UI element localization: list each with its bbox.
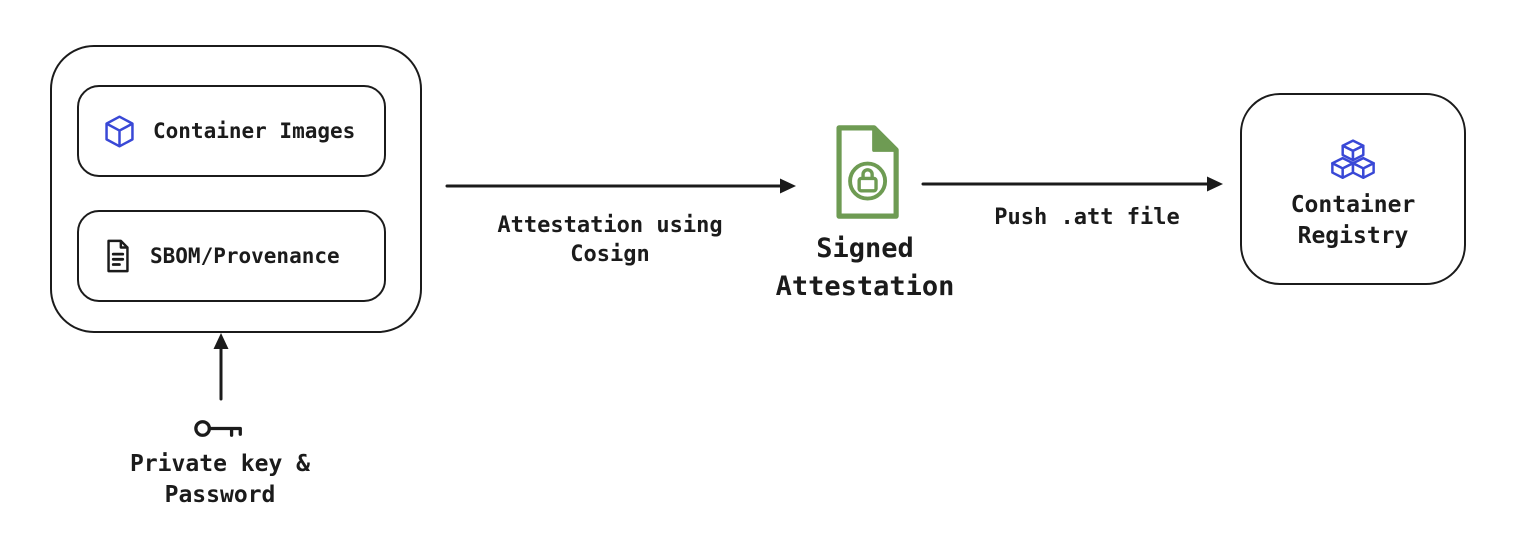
private-key-label: Private key & Password bbox=[129, 451, 310, 509]
registry-cubes-icon bbox=[1320, 126, 1386, 182]
container-images-label: Container Images bbox=[153, 119, 356, 143]
key-icon bbox=[192, 414, 248, 443]
signed-attestation-label: Signed Attestation bbox=[775, 233, 955, 302]
signed-file-lock-icon bbox=[826, 124, 904, 220]
signed-attestation-figure: Signed Attestation bbox=[745, 124, 985, 306]
source-group-box: Container Images SBOM/Provenance bbox=[50, 45, 422, 333]
container-cube-icon bbox=[101, 113, 138, 150]
document-icon bbox=[101, 238, 135, 274]
push-edge-label: Push .att file bbox=[994, 205, 1180, 230]
sbom-label: SBOM/Provenance bbox=[150, 244, 340, 268]
private-key-arrow bbox=[213, 333, 229, 401]
attestation-arrow bbox=[445, 178, 796, 194]
private-key-figure: Private key & Password bbox=[110, 414, 330, 511]
container-images-node: Container Images bbox=[77, 85, 386, 177]
registry-label: Container Registry bbox=[1290, 191, 1416, 249]
container-registry-node: Container Registry bbox=[1240, 93, 1466, 285]
attestation-edge-label: Attestation using Cosign bbox=[497, 213, 723, 268]
sbom-node: SBOM/Provenance bbox=[77, 210, 386, 302]
